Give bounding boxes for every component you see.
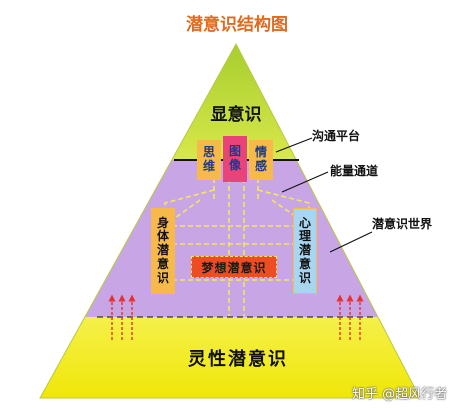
dream-subconscious-box: 梦想潜意识 — [191, 256, 277, 278]
image-text: 图像 — [228, 144, 241, 173]
body-subconscious-text: 身体潜意识 — [156, 215, 169, 286]
right-up-arrows — [336, 294, 364, 340]
vertical-char: 意 — [156, 256, 169, 271]
diagram-title: 潜意识结构图 — [186, 14, 288, 35]
body-subconscious-box: 身体潜意识 — [151, 208, 175, 294]
subconscious-world-label: 潜意识世界 — [372, 217, 433, 231]
vertical-char: 潜 — [298, 243, 311, 258]
watermark: 知乎 @超风行者 — [352, 387, 448, 402]
conscious-label: 显意识 — [210, 105, 262, 125]
vertical-char: 潜 — [156, 243, 169, 258]
vertical-char: 体 — [156, 229, 169, 244]
vertical-char: 情 — [254, 145, 267, 160]
pyramid-outline — [39, 42, 421, 399]
label-pointers — [275, 137, 373, 253]
vertical-char: 识 — [298, 270, 311, 285]
thinking-text: 思维 — [202, 145, 215, 174]
vertical-char: 理 — [298, 229, 311, 244]
spiritual-layer — [40, 317, 420, 398]
vertical-char: 图 — [228, 144, 241, 159]
dream-subconscious-text: 梦想潜意识 — [201, 260, 267, 275]
vertical-char: 意 — [298, 256, 311, 271]
spiritual-subconscious-label: 灵性潜意识 — [188, 349, 288, 370]
vertical-char: 维 — [202, 159, 215, 173]
emotion-text: 情感 — [254, 145, 267, 174]
vertical-char: 像 — [228, 158, 241, 172]
vertical-char: 思 — [202, 145, 215, 160]
communication-platform-label: 沟通平台 — [312, 129, 361, 143]
mind-subconscious-text: 心理潜意识 — [298, 215, 311, 286]
image-box: 图像 — [223, 136, 247, 182]
vertical-char: 感 — [254, 159, 267, 173]
energy-channel-label: 能量通道 — [330, 164, 379, 178]
emotion-box: 情感 — [249, 140, 273, 180]
vertical-char: 身 — [156, 215, 169, 230]
energy-channels — [164, 178, 310, 316]
left-up-arrows — [108, 294, 136, 340]
subconscious-world-layer — [40, 160, 420, 317]
vertical-char: 识 — [156, 270, 169, 285]
vertical-char: 心 — [298, 215, 311, 230]
thinking-box: 思维 — [197, 140, 221, 180]
mind-subconscious-box: 心理潜意识 — [293, 208, 317, 294]
